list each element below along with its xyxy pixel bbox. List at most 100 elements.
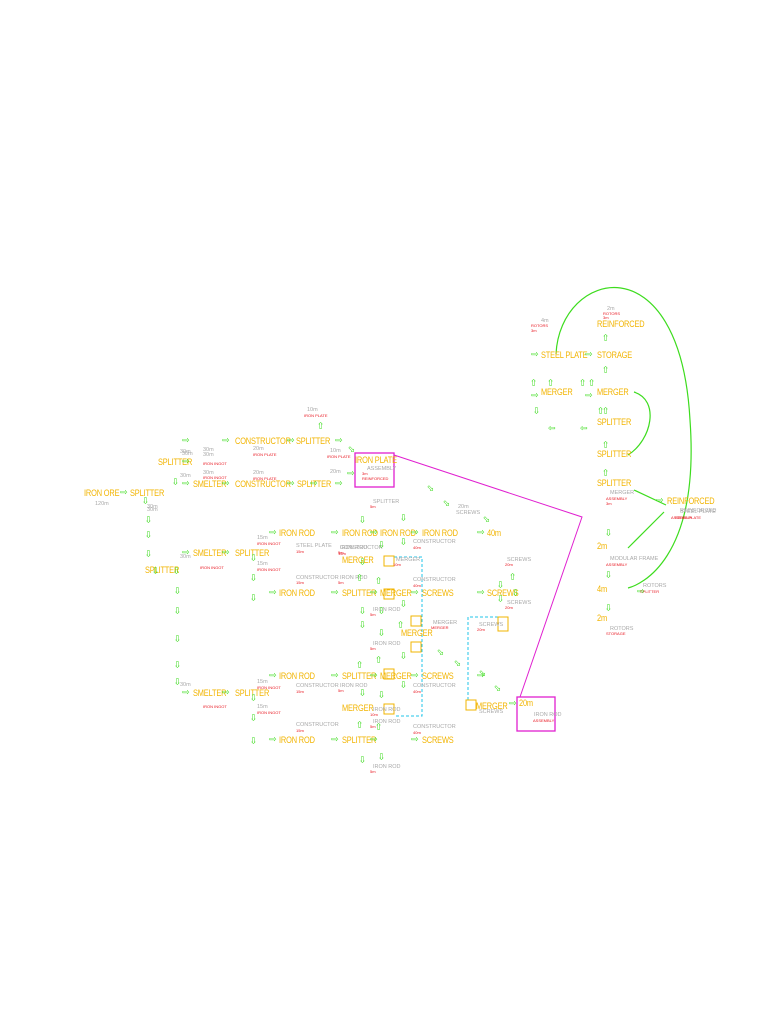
arrow-right-icon: ⇨ bbox=[355, 720, 366, 729]
arrow-right-icon: ⇨ bbox=[601, 365, 612, 374]
arrow-right-icon: ⇨ bbox=[509, 699, 517, 709]
item-label: 5m bbox=[370, 724, 376, 729]
item-label: IRON PLATE bbox=[253, 452, 277, 457]
merger-box bbox=[383, 555, 395, 567]
arrow-right-icon: ⇨ bbox=[169, 477, 180, 486]
rate-label: SCREWS bbox=[479, 709, 504, 715]
item-label: 10m bbox=[370, 712, 378, 717]
arrow-right-icon: ⇨ bbox=[182, 436, 190, 446]
arrow-right-icon: ⇨ bbox=[182, 548, 190, 558]
rate-label: 30m bbox=[203, 452, 214, 458]
machine-label: IRON ROD bbox=[279, 671, 315, 682]
rate-label: IRON ROD bbox=[340, 683, 368, 689]
machine-label: SPLITTER bbox=[145, 565, 180, 576]
rate-label: 30m bbox=[203, 447, 214, 453]
rate-label: 30m bbox=[180, 449, 191, 455]
machine-label: IRON ROD bbox=[279, 588, 315, 599]
arrow-right-icon: ⇨ bbox=[247, 553, 258, 562]
rate-label: IRON ROD bbox=[373, 641, 401, 647]
merger-box bbox=[383, 703, 395, 715]
assembly-to-frame bbox=[633, 489, 667, 506]
splitter-loop bbox=[627, 391, 651, 456]
item-label: ASSEMBLY bbox=[533, 718, 555, 723]
arrow-right-icon: ⇨ bbox=[411, 528, 419, 538]
arrow-right-icon: ⇨ bbox=[370, 588, 378, 598]
frame-return bbox=[627, 511, 665, 549]
rate-label: STEEL PLATE bbox=[680, 509, 716, 515]
machine-label: IRON ROD bbox=[380, 528, 416, 539]
arrow-right-icon: ⇨ bbox=[580, 424, 588, 434]
arrow-right-icon: ⇨ bbox=[356, 620, 367, 629]
machine-label: IRON ROD bbox=[279, 735, 315, 746]
arrow-right-icon: ⇨ bbox=[182, 688, 190, 698]
rate-label: IRON ROD bbox=[340, 575, 368, 581]
rate-label: 10m bbox=[307, 407, 318, 413]
rate-label: ROTORS bbox=[610, 626, 634, 632]
machine-label: REINFORCED bbox=[597, 319, 645, 330]
arrow-right-icon: ⇨ bbox=[548, 424, 556, 434]
item-label: 15m bbox=[296, 689, 304, 694]
arrow-right-icon: ⇨ bbox=[316, 421, 327, 430]
item-label: IRON INGOT bbox=[203, 704, 227, 709]
arrow-right-icon: ⇨ bbox=[397, 599, 408, 608]
arrow-right-icon: ⇨ bbox=[287, 436, 295, 446]
rate-label: SCREWS bbox=[479, 622, 504, 628]
machine-label: MERGER bbox=[401, 628, 433, 639]
item-label: STORAGE bbox=[606, 631, 626, 636]
machine-label: SPLITTER bbox=[235, 688, 270, 699]
machine-label: SCREWS bbox=[422, 735, 454, 746]
arrow-right-icon: ⇨ bbox=[602, 570, 613, 579]
rate-label: MERGER bbox=[610, 490, 635, 496]
arrow-right-icon: ⇨ bbox=[142, 530, 153, 539]
rate-label: 30m bbox=[180, 682, 191, 688]
return-belt-loop bbox=[555, 287, 692, 589]
item-label: 40m bbox=[413, 583, 421, 588]
arrow-right-icon: ⇨ bbox=[269, 735, 277, 745]
arrow-right-icon: ⇨ bbox=[171, 606, 182, 615]
rate-label: 20m bbox=[253, 470, 264, 476]
item-label: 15m bbox=[296, 580, 304, 585]
machine-label: 2m bbox=[597, 541, 607, 552]
item-label: 5m bbox=[370, 504, 376, 509]
rate-label: 15m bbox=[257, 561, 268, 567]
item-label: 3m bbox=[531, 328, 537, 333]
machine-label: 40m bbox=[487, 528, 501, 539]
merger-box bbox=[410, 615, 422, 627]
item-label: ROTORS bbox=[531, 323, 549, 328]
arrow-right-icon: ⇨ bbox=[601, 468, 612, 477]
arrow-right-icon: ⇨ bbox=[656, 496, 664, 506]
arrow-right-icon: ⇨ bbox=[120, 488, 128, 498]
machine-label: SPLITTER bbox=[130, 488, 165, 499]
merger-box bbox=[383, 668, 395, 680]
merger-box bbox=[383, 588, 395, 600]
machine-label: IRON ROD bbox=[422, 528, 458, 539]
rate-label: MODULAR FRAME bbox=[610, 556, 659, 562]
arrow-right-icon: ⇨ bbox=[411, 671, 419, 681]
machine-label: SPLITTER bbox=[296, 436, 331, 447]
arrow-right-icon: ⇨ bbox=[508, 572, 519, 581]
rate-label: 30m bbox=[180, 554, 191, 560]
arrow-right-icon: ⇨ bbox=[375, 752, 386, 761]
arrow-right-icon: ⇨ bbox=[477, 588, 485, 598]
arrow-right-icon: ⇨ bbox=[531, 391, 539, 401]
arrow-right-icon: ⇨ bbox=[247, 593, 258, 602]
item-label: 20m bbox=[505, 605, 513, 610]
arrow-right-icon: ⇨ bbox=[397, 651, 408, 660]
item-label: 20m bbox=[505, 562, 513, 567]
rate-label: 4m bbox=[541, 318, 549, 324]
machine-label: MERGER bbox=[342, 703, 374, 714]
machine-label: SPLITTER bbox=[342, 588, 377, 599]
item-label: IRON INGOT bbox=[257, 567, 281, 572]
merger-box bbox=[410, 641, 422, 653]
item-label: IRON PLATE bbox=[304, 413, 328, 418]
machine-label: SPLITTER bbox=[597, 478, 632, 489]
rate-label: CONSTRUCTOR bbox=[413, 724, 456, 730]
arrow-right-icon: ⇨ bbox=[287, 479, 295, 489]
item-label: REINFORCED bbox=[362, 476, 389, 481]
arrow-right-icon: ⇨ bbox=[310, 479, 318, 489]
arrow-right-icon: ⇨ bbox=[374, 655, 385, 664]
rate-label: ASSEMBLY bbox=[367, 466, 397, 472]
item-label: 5m bbox=[370, 646, 376, 651]
rate-label: IRON ROD bbox=[373, 764, 401, 770]
machine-label: SPLITTER bbox=[297, 479, 332, 490]
